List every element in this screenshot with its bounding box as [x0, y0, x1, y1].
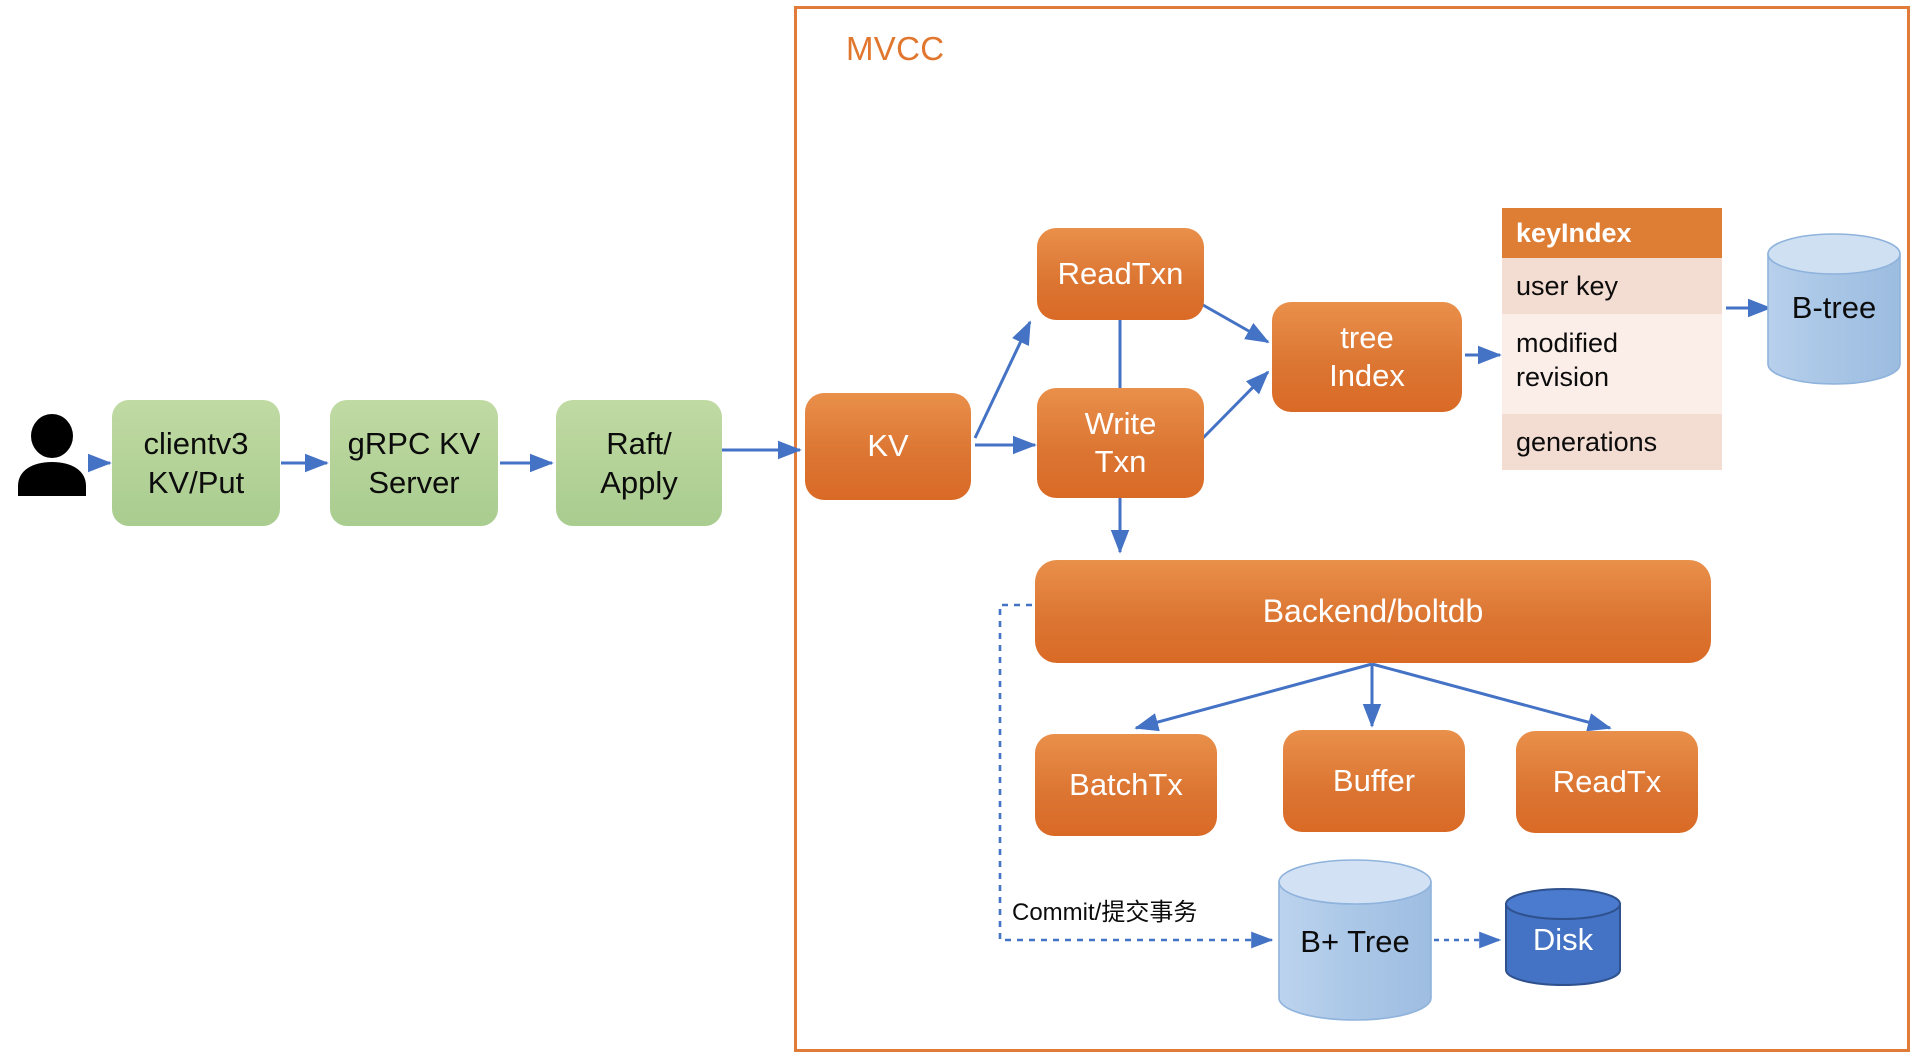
mvcc-box-buffer[interactable]: Buffer: [1283, 730, 1465, 832]
mvcc-title: MVCC: [846, 30, 945, 67]
mvcc-box-kv-label: KV: [867, 428, 909, 464]
pipeline-box-raft-label: Raft/Apply: [600, 425, 678, 500]
edge-label-commit: Commit/提交事务: [1012, 899, 1198, 926]
mvcc-box-batchtx-label: BatchTx: [1069, 766, 1183, 802]
keyindex-header: keyIndex: [1502, 208, 1722, 258]
mvcc-box-backend[interactable]: Backend/boltdb: [1035, 560, 1711, 663]
cylinder-btree: B-tree: [1766, 232, 1902, 386]
keyindex-row-user-key: user key: [1502, 258, 1722, 314]
person-icon: [16, 414, 88, 496]
mvcc-box-buffer-label: Buffer: [1332, 762, 1416, 798]
mvcc-box-batchtx[interactable]: BatchTx: [1035, 734, 1217, 836]
pipeline-box-raft[interactable]: Raft/Apply: [556, 400, 722, 526]
mvcc-box-kv[interactable]: KV: [805, 393, 971, 500]
keyindex-row-generations: generations: [1502, 414, 1722, 470]
mvcc-box-backend-label: Backend/boltdb: [1262, 592, 1484, 629]
mvcc-box-readtxn[interactable]: ReadTxn: [1037, 228, 1204, 320]
cylinder-disk: Disk: [1504, 888, 1622, 988]
mvcc-box-readtxn-label: ReadTxn: [1057, 255, 1184, 291]
mvcc-box-readtx-label: ReadTx: [1552, 763, 1662, 799]
mvcc-box-readtx[interactable]: ReadTx: [1516, 731, 1698, 833]
cylinder-bplustree: B+ Tree: [1277, 858, 1433, 1022]
mvcc-container: [794, 6, 1910, 1052]
